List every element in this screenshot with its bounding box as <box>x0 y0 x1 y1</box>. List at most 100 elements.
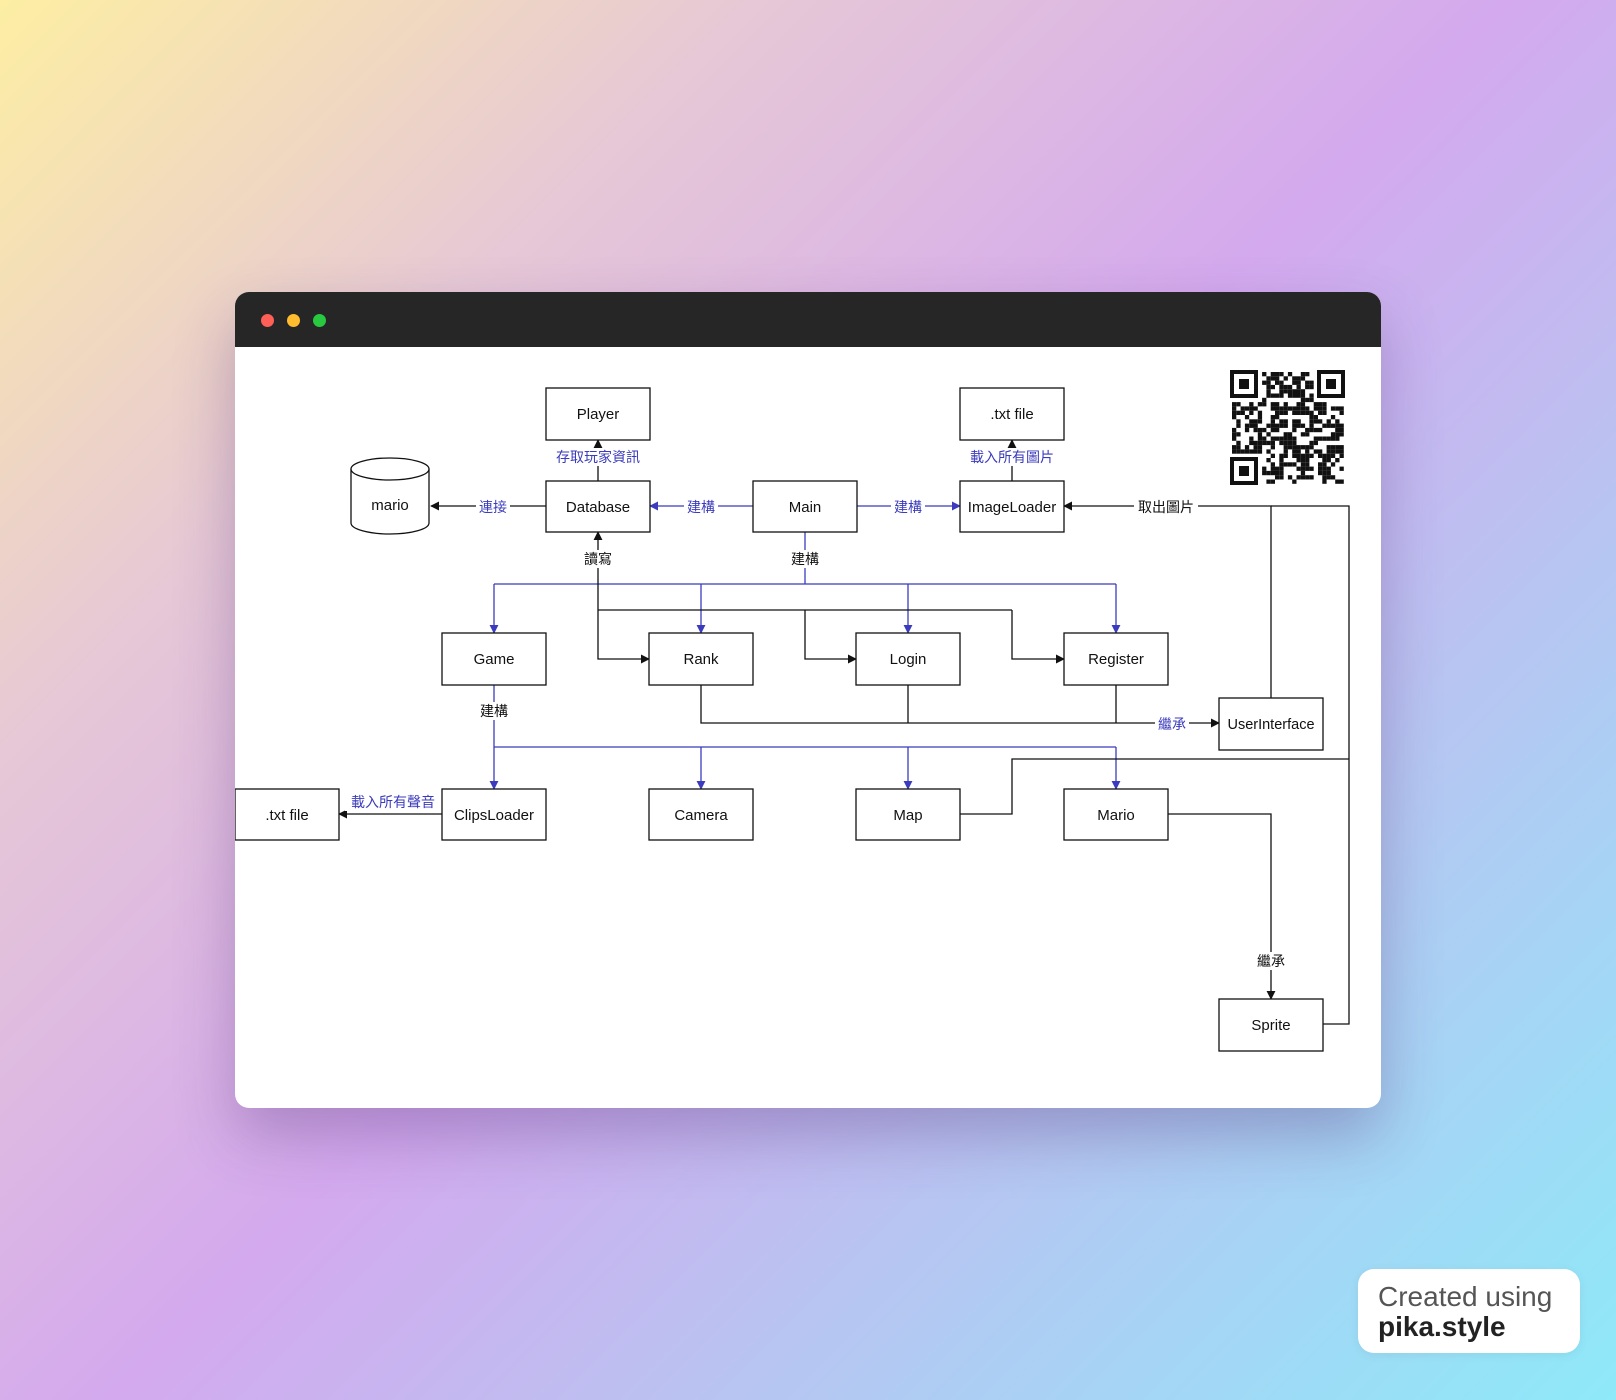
qr-module <box>1292 389 1297 394</box>
qr-module <box>1253 423 1258 428</box>
edge-label-take-image: 取出圖片 <box>1138 500 1194 516</box>
qr-module <box>1236 445 1241 450</box>
qr-module <box>1266 440 1271 446</box>
qr-module <box>1305 384 1310 390</box>
node-player[interactable]: Player <box>545 387 651 441</box>
qr-module <box>1266 423 1271 428</box>
qr-module <box>1275 436 1280 441</box>
node-txt-file-left[interactable]: .txt file <box>235 788 340 841</box>
qr-module <box>1292 419 1297 424</box>
node-main[interactable]: Main <box>752 480 858 533</box>
qr-module <box>1309 453 1314 458</box>
node-game[interactable]: Game <box>441 632 547 686</box>
node-game-label: Game <box>474 651 515 668</box>
node-userinterface[interactable]: UserInterface <box>1218 697 1324 751</box>
qr-module <box>1296 389 1301 394</box>
node-mario-database[interactable]: mario <box>350 457 430 535</box>
qr-module <box>1296 445 1301 450</box>
diagram-canvas: 存取玩家資訊 載入所有圖片 連接 建構 建構 取出圖片 讀寫 建構 建構 繼 <box>235 347 1381 1108</box>
qr-module <box>1283 436 1288 441</box>
node-txt-file-top[interactable]: .txt file <box>959 387 1065 441</box>
node-clipsloader[interactable]: ClipsLoader <box>441 788 547 841</box>
edge-inherit-sprite <box>1168 813 1276 1000</box>
qr-module <box>1309 423 1314 428</box>
node-login[interactable]: Login <box>855 632 961 686</box>
node-map[interactable]: Map <box>855 788 961 841</box>
node-imageloader[interactable]: ImageLoader <box>959 480 1065 533</box>
qr-module <box>1232 406 1237 411</box>
qr-module <box>1318 470 1323 476</box>
qr-module <box>1326 466 1331 471</box>
qr-module <box>1279 384 1284 390</box>
node-rank[interactable]: Rank <box>648 632 754 686</box>
qr-module <box>1313 436 1318 441</box>
qr-module <box>1275 410 1280 415</box>
app-window: 存取玩家資訊 載入所有圖片 連接 建構 建構 取出圖片 讀寫 建構 建構 繼 <box>235 292 1381 1108</box>
qr-module <box>1257 449 1263 454</box>
qr-module <box>1279 466 1284 471</box>
qr-module <box>1296 384 1301 390</box>
qr-module <box>1262 397 1267 403</box>
qr-module <box>1326 436 1331 441</box>
qr-module <box>1318 410 1323 415</box>
node-main-label: Main <box>789 499 822 516</box>
qr-module <box>1330 449 1336 454</box>
qr-module <box>1270 479 1275 484</box>
qr-module <box>1270 466 1275 471</box>
qr-module <box>1292 436 1297 441</box>
qr-module <box>1275 402 1280 407</box>
qr-module <box>1270 440 1275 446</box>
node-mario[interactable]: Mario <box>1063 788 1169 841</box>
qr-module <box>1326 475 1331 480</box>
edge-label-clips-txt: 載入所有聲音 <box>351 794 435 811</box>
qr-module <box>1300 397 1306 403</box>
qr-module <box>1270 427 1275 433</box>
edge-label-main-db: 建構 <box>687 500 715 516</box>
qr-module <box>1287 406 1293 411</box>
maximize-window-button[interactable] <box>313 314 326 327</box>
qr-module <box>1279 423 1284 428</box>
qr-module <box>1305 445 1310 450</box>
qr-module <box>1296 458 1301 463</box>
close-window-button[interactable] <box>261 314 274 327</box>
node-player-label: Player <box>577 406 620 423</box>
qr-module <box>1283 389 1288 394</box>
minimize-window-button[interactable] <box>287 314 300 327</box>
qr-module <box>1335 419 1340 424</box>
qr-module <box>1330 436 1336 441</box>
pika-style-badge[interactable]: Created using pika.style <box>1358 1269 1580 1353</box>
qr-module <box>1287 445 1293 450</box>
node-database[interactable]: Database <box>545 480 651 533</box>
qr-module <box>1283 384 1288 390</box>
qr-module <box>1292 440 1297 446</box>
qr-module <box>1270 462 1275 467</box>
qr-module <box>1287 436 1293 441</box>
qr-module <box>1305 449 1310 454</box>
qr-module <box>1287 393 1293 398</box>
edge-label-main-imageloader: 建構 <box>894 500 922 516</box>
qr-module <box>1287 432 1293 437</box>
qr-module <box>1283 419 1288 424</box>
qr-module <box>1266 376 1271 381</box>
qr-module <box>1257 410 1263 415</box>
qr-module <box>1326 449 1331 454</box>
qr-module <box>1236 440 1241 446</box>
node-userinterface-label: UserInterface <box>1227 717 1314 733</box>
node-camera[interactable]: Camera <box>648 788 754 841</box>
node-sprite[interactable]: Sprite <box>1218 998 1324 1052</box>
qr-module <box>1232 445 1237 450</box>
qr-module <box>1257 432 1263 437</box>
node-register[interactable]: Register <box>1063 632 1169 686</box>
qr-module <box>1305 380 1310 385</box>
qr-module <box>1275 393 1280 398</box>
qr-module <box>1232 415 1237 420</box>
qr-module <box>1326 453 1331 458</box>
qr-module <box>1322 466 1327 471</box>
qr-module <box>1322 423 1327 428</box>
qr-module <box>1322 436 1327 441</box>
qr-module <box>1292 445 1297 450</box>
qr-module <box>1330 406 1336 411</box>
qr-module <box>1330 423 1336 428</box>
qr-module <box>1313 419 1318 424</box>
qr-module <box>1236 432 1241 437</box>
